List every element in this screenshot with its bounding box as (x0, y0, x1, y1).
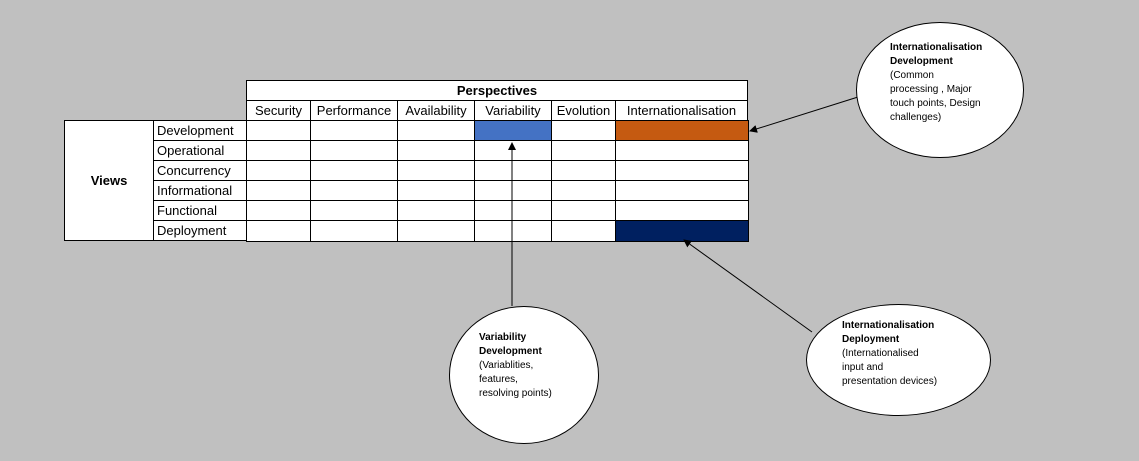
arrow-intl-development (749, 96, 859, 133)
row-label-informational: Informational (153, 180, 247, 201)
column-header-performance: Performance (310, 100, 398, 121)
callout-variability-development: Variability Development (Variablities, f… (449, 306, 599, 444)
callout-variability-development-body: (Variablities, features, resolving point… (479, 360, 552, 399)
column-header-evolution: Evolution (551, 100, 616, 121)
callout-intl-deployment: Internationalisation Deployment (Interna… (806, 304, 991, 416)
callout-intl-development-title: Internationalisation Development (890, 42, 983, 67)
callout-variability-development-title: Variability Development (479, 332, 542, 357)
callout-intl-development: Internationalisation Development (Common… (856, 22, 1024, 158)
callout-intl-development-body: (Common processing , Major touch points,… (890, 70, 981, 123)
arrow-intl-deployment (683, 239, 813, 333)
views-label: Views (64, 120, 154, 241)
cell-deployment-internationalisation (615, 220, 749, 242)
row-label-deployment: Deployment (153, 220, 247, 241)
callout-intl-deployment-title: Internationalisation Deployment (842, 320, 935, 345)
column-header-security: Security (246, 100, 311, 121)
callout-intl-deployment-body: (Internationalised input and presentatio… (842, 348, 938, 387)
